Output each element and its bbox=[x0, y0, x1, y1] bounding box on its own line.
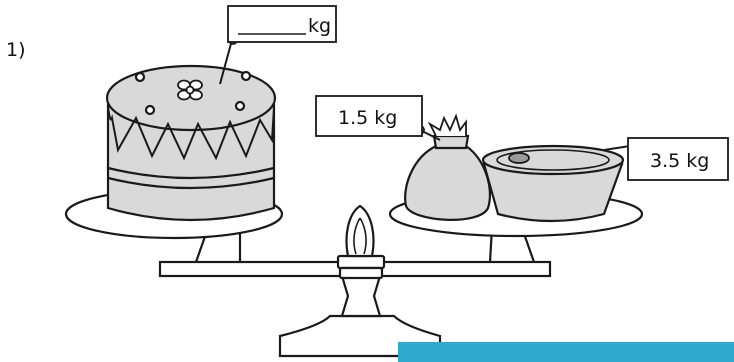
cake-icing bbox=[107, 105, 275, 161]
cake-dot bbox=[144, 104, 156, 116]
pot bbox=[481, 144, 625, 223]
bag-neck bbox=[432, 134, 470, 150]
pot-weight-box bbox=[627, 137, 729, 181]
scale-collar-lower bbox=[338, 266, 384, 280]
cake-dot bbox=[240, 70, 252, 82]
cake-weight-unit: kg bbox=[308, 15, 331, 37]
scale-collar bbox=[336, 254, 386, 270]
scale-column bbox=[340, 274, 382, 318]
question-number: 1) bbox=[6, 39, 26, 61]
pot-weight-tag: 3.5 kg bbox=[603, 137, 729, 181]
bag-body bbox=[404, 144, 492, 221]
scale-pointer-inner bbox=[353, 217, 367, 255]
pot-weight-label: 3.5 kg bbox=[650, 150, 709, 172]
pot-handle bbox=[508, 152, 530, 164]
cake-band-lower bbox=[107, 176, 275, 190]
bag-weight-tag: 1.5 kg bbox=[315, 95, 441, 141]
accent-bar bbox=[398, 342, 734, 362]
bag-weight-label: 1.5 kg bbox=[338, 107, 397, 129]
pot-body bbox=[482, 162, 624, 223]
cake-body bbox=[106, 98, 276, 222]
cake-weight-tag: kg bbox=[219, 5, 337, 85]
cake-flower bbox=[177, 79, 203, 101]
cake-dot bbox=[234, 100, 246, 112]
cake-dot bbox=[134, 71, 146, 83]
cake-tag-string bbox=[219, 39, 233, 85]
cake-weight-box bbox=[227, 5, 337, 43]
pot-tag-string bbox=[603, 145, 631, 151]
cake bbox=[105, 64, 277, 222]
bag-tuft bbox=[427, 113, 467, 137]
bag-weight-box bbox=[315, 95, 423, 137]
cake-band-upper bbox=[107, 166, 275, 180]
scale-pointer bbox=[345, 204, 375, 258]
